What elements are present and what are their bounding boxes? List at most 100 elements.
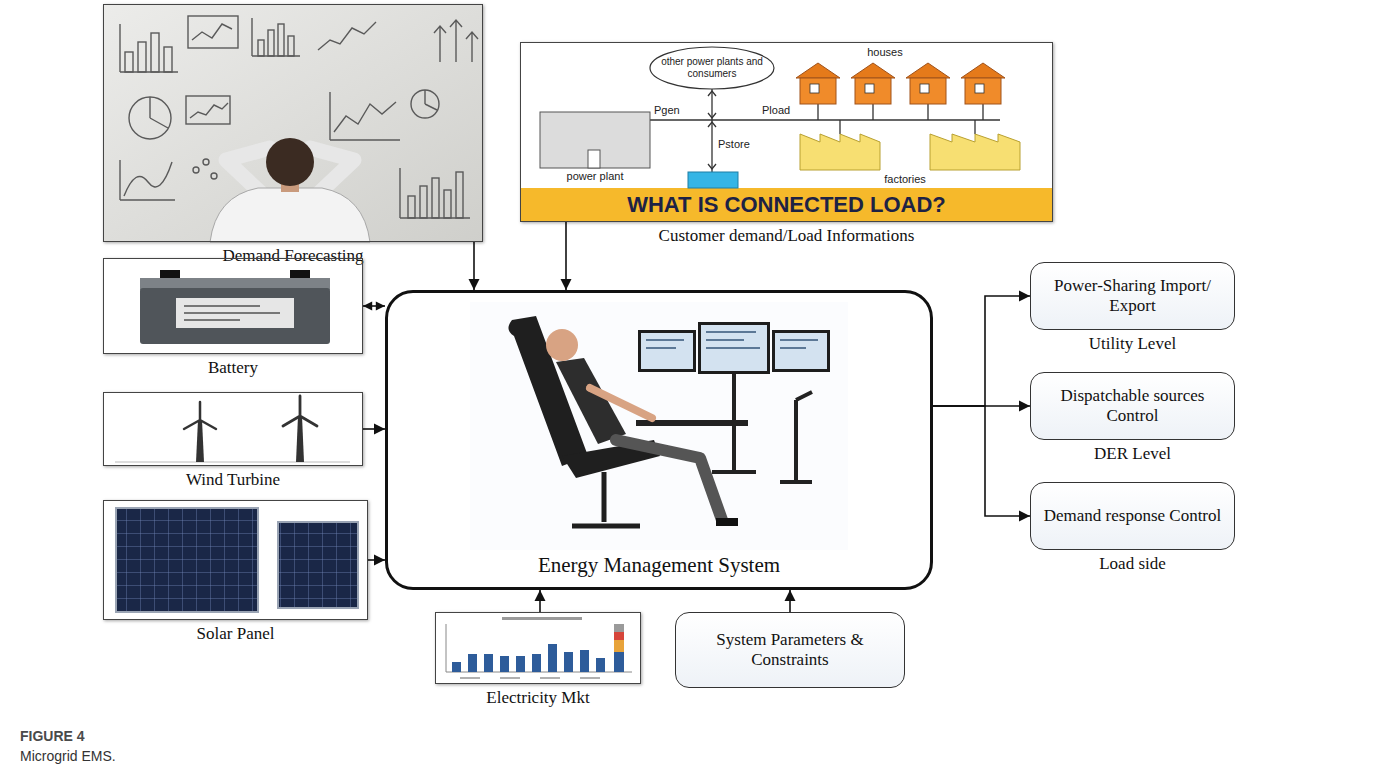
connected-load-picture-part-part (810, 84, 819, 93)
process-box: System Parameters & Constraints (675, 612, 905, 688)
connected-load-picture-part (521, 188, 1052, 221)
image-frame (103, 258, 363, 354)
forecast-picture-part-part (164, 47, 172, 72)
node-text: Customer demand/Load Informations (520, 226, 1053, 246)
image-node: Electricity Mkt (435, 612, 641, 708)
connector (469, 242, 480, 290)
label-anchor: Microgrid EMS. (20, 748, 340, 765)
forecast-picture-part-part (190, 103, 228, 118)
connected-load-picture (520, 42, 1053, 222)
market-chart-picture-part-part (500, 656, 509, 672)
arrowhead (1019, 291, 1030, 302)
forecast-picture-part-part (151, 33, 159, 72)
market-chart-picture-part-part (452, 662, 461, 672)
forecast-picture-part-part (330, 92, 400, 140)
connected-load-picture-part-part (851, 63, 895, 78)
connected-load-picture-part-part (961, 63, 1005, 78)
picture-label: houses (850, 46, 920, 59)
node-text: Electricity Mkt (435, 688, 641, 708)
market-chart-picture-part-part (596, 658, 605, 672)
forecast-picture-part-part (318, 22, 376, 50)
forecast-picture-part-part (125, 52, 133, 72)
arrowhead (535, 590, 546, 601)
battery-picture-part (184, 306, 280, 320)
arrowhead (374, 424, 385, 435)
market-chart-picture-part-part (484, 654, 493, 672)
connected-load-picture-part-part (796, 63, 840, 78)
solar-panel-picture-part (116, 508, 258, 612)
operator-picture-part (775, 333, 827, 369)
market-chart-picture-part (435, 612, 641, 684)
node-text: Wind Turbine (103, 470, 363, 490)
connected-load-picture-part (800, 134, 1020, 170)
battery-picture (103, 258, 363, 354)
connected-load-picture-part-part (855, 78, 891, 104)
operator-picture-part (616, 440, 722, 520)
node-text: Demand response Control (1034, 506, 1232, 526)
node-text: Solar Panel (103, 624, 368, 644)
forecast-picture-part-part (456, 172, 463, 218)
connected-load-picture-part-part (910, 78, 946, 104)
connected-load-picture-part-part (840, 120, 975, 134)
forecast-picture-part-part (192, 24, 232, 40)
connected-load-picture-part-part (800, 134, 880, 170)
solar-panel-picture-part (278, 522, 358, 608)
picture-label: WHAT IS CONNECTED LOAD? (520, 190, 1053, 220)
battery-picture-part (103, 258, 363, 354)
label-anchor: WHAT IS CONNECTED LOAD? (520, 190, 1053, 220)
wind-turbine-picture-part (184, 402, 216, 429)
label-anchor: power plant (540, 170, 650, 183)
market-chart-picture-part (460, 677, 600, 679)
connected-load-picture-part (688, 172, 738, 188)
operator-picture-part (470, 302, 848, 550)
operator-picture-part (641, 333, 693, 369)
forecast-picture-part-part (411, 90, 439, 118)
image-frame (103, 500, 368, 620)
connected-load-picture-part-part (975, 84, 984, 93)
figure-caption: Microgrid EMS. (20, 748, 340, 765)
market-chart-picture-part-part (532, 654, 541, 672)
forecast-picture-part-part (186, 96, 230, 124)
market-chart-picture (435, 612, 641, 684)
operator-picture-part (646, 332, 818, 348)
forecast-picture-part-part (288, 36, 294, 56)
wind-turbine-picture-part (115, 462, 350, 463)
picture-label: power plant (540, 170, 650, 183)
forecast-picture-part-part (252, 18, 300, 56)
connector (363, 301, 385, 310)
market-chart-picture-part-part (468, 654, 477, 672)
label-anchor: Pload (762, 104, 802, 117)
operator-picture-part (780, 392, 812, 482)
output-box: Demand response ControlLoad side (1030, 482, 1235, 574)
forecast-picture (103, 4, 483, 242)
connected-load-picture-part-part (708, 122, 716, 169)
connected-load-picture-part-part (711, 120, 712, 172)
node-text: System Parameters & Constraints (676, 630, 904, 671)
market-chart-picture-part-part (580, 650, 589, 672)
forecast-picture-part-part (420, 186, 427, 218)
market-chart-picture-part-part (614, 652, 624, 672)
connected-load-picture-part (650, 47, 774, 89)
label-anchor: houses (850, 46, 920, 59)
image-node: Demand Forecasting (103, 4, 483, 266)
rounded-box: Demand response Control (1030, 482, 1235, 550)
ems-box: Energy Management System (385, 290, 933, 590)
image-frame (435, 612, 641, 684)
market-chart-picture-part (614, 632, 624, 640)
node-subtext: Utility Level (1030, 334, 1235, 354)
connected-load-picture-part (796, 63, 1005, 104)
picture-label: Pgen (654, 104, 694, 117)
connected-load-picture-part-part (965, 78, 1001, 104)
forecast-picture-part (120, 16, 478, 218)
forecast-picture-part-part (400, 168, 470, 218)
forecast-picture-part (310, 148, 354, 194)
forecast-picture-part-part (124, 162, 172, 196)
node-subtext: Load side (1030, 554, 1235, 574)
image-node: Wind Turbine (103, 392, 363, 490)
connector (363, 424, 385, 435)
connected-load-picture-part-part (920, 84, 929, 93)
forecast-picture-part-part (258, 40, 264, 56)
connected-load-picture-part (588, 150, 600, 168)
